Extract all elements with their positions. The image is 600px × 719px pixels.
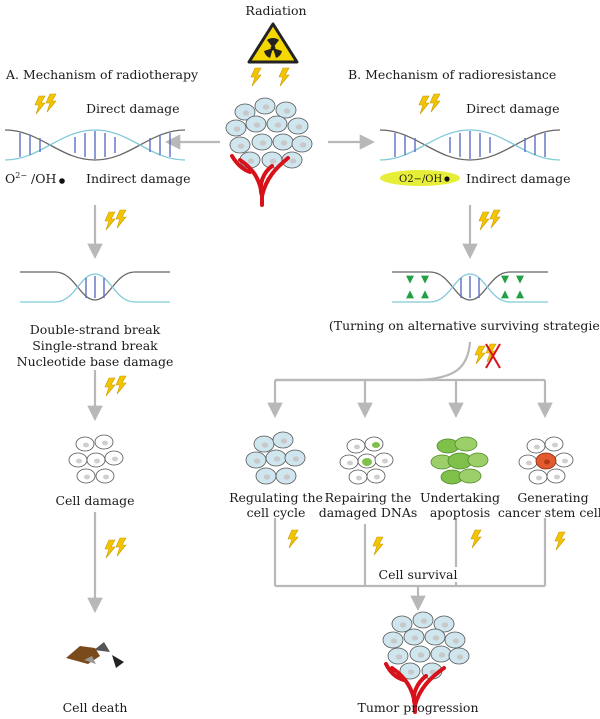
cell-damage-label: Cell damage (55, 493, 135, 508)
blocked-lightning-icon (475, 343, 501, 369)
lightning-icon (105, 210, 126, 230)
lightning-icon (287, 529, 299, 549)
tumor-cluster-icon (225, 97, 313, 207)
tumor-cluster-icon (382, 611, 470, 714)
direct-damage-label: Direct damage (86, 101, 180, 116)
cell-survival-label: Cell survival (376, 567, 460, 582)
radicals-label: O2−/OH (399, 174, 443, 185)
lightning-icon (470, 529, 482, 549)
tumor-progression-label: Tumor progression (357, 700, 479, 715)
lightning-icon (419, 94, 440, 114)
lightning-icon (278, 67, 290, 87)
lightning-icon (372, 536, 384, 556)
stem-cells-icon (518, 436, 574, 485)
dna-helix-icon (379, 129, 561, 161)
section-b-title: B. Mechanism of radioresistance (348, 67, 557, 82)
indirect-damage-label: Indirect damage (86, 171, 191, 186)
lightning-icon (554, 531, 566, 551)
radical-dot-icon (59, 178, 65, 184)
lightning-icon (35, 94, 56, 114)
apoptosis-cells-icon (430, 436, 489, 485)
damaged-cells-icon (68, 434, 124, 484)
break-type-label: Single-strand break (32, 338, 158, 353)
repair-dna-icon (392, 271, 548, 303)
lightning-icon (105, 538, 126, 558)
radicals-label: O2− /OH (5, 171, 57, 186)
connector-curve (275, 341, 472, 382)
radiation-label: Radiation (245, 3, 307, 18)
dna-helix-icon (4, 129, 186, 161)
dna-repair-cells-icon (339, 436, 394, 485)
direct-damage-label: Direct damage (466, 101, 560, 116)
strategies-label: (Turning on alternative surviving strate… (328, 318, 600, 333)
radical-highlight (380, 170, 460, 186)
cell-cycle-cells-icon (245, 431, 306, 485)
radiation-hazard-icon (247, 22, 299, 64)
section-a-title: A. Mechanism of radiotherapy (6, 67, 199, 82)
lightning-icon (105, 376, 126, 396)
cell-death-label: Cell death (62, 700, 128, 715)
break-type-label: Nucleotide base damage (16, 354, 174, 369)
break-type-label: Double-strand break (29, 322, 161, 337)
indirect-damage-label: Indirect damage (466, 171, 571, 186)
cell-debris-icon (66, 642, 124, 668)
lightning-icon (250, 67, 262, 87)
lightning-icon (479, 210, 500, 230)
radical-dot-icon (444, 176, 450, 182)
broken-dna-icon (20, 271, 170, 303)
